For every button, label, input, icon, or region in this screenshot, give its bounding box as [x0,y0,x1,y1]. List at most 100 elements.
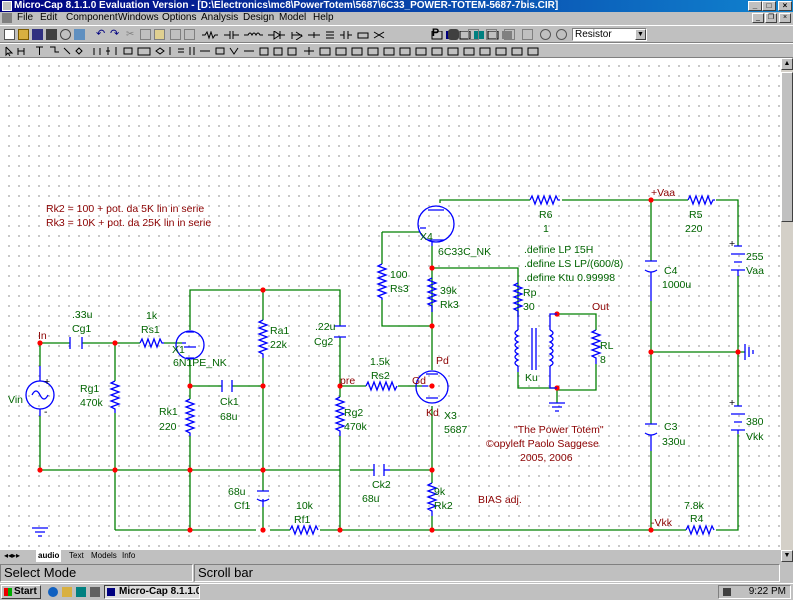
r4-value: 7.8k [684,500,705,512]
credit-author: ©opyleft Paolo Saggese [486,438,599,450]
ku-name: Ku [525,372,538,384]
tab-models[interactable]: Models [91,551,117,560]
cf1-name: Cf1 [234,500,251,512]
select-all-icon[interactable] [184,29,195,40]
rk3-name: Rk3 [440,299,459,311]
rs1-name: Rs1 [141,324,160,336]
note-rk2: Rk2 = 100 + pot. da 5K lin in serie [46,203,204,215]
menu-model[interactable]: Model [279,12,307,23]
polarity-marks: + - + + [44,238,735,418]
minimize-button[interactable]: _ [748,1,762,11]
cut-icon[interactable]: ✂ [126,29,135,40]
probe-icon[interactable]: P [431,27,440,39]
zoom-in-icon[interactable] [540,29,551,40]
save-icon[interactable] [32,29,43,40]
menu-edit[interactable]: Edit [40,12,58,23]
vin-name: Vin [8,394,23,406]
desktop-icon[interactable] [76,587,86,597]
close-button[interactable]: × [778,1,792,11]
taskbar-button-label: Micro-Cap 8.1.1.0 ... [119,586,200,597]
x1-model: 6N1PE_NK [173,357,227,369]
node-out: Out [592,301,609,313]
component-combo[interactable]: Resistor ▼ [572,28,647,41]
tab-text[interactable]: Text [69,551,84,560]
doc-close-button[interactable]: × [779,13,791,23]
c4-value: 1000u [662,279,691,291]
vaa-name: Vaa [746,265,764,277]
doc-icon[interactable] [2,13,12,23]
doc-minimize-button[interactable]: _ [752,13,764,23]
binoculars-icon[interactable] [448,29,459,40]
new-file-icon[interactable] [4,29,15,40]
redo-icon[interactable]: ↷ [110,28,120,40]
find-icon[interactable] [74,29,85,40]
node-in: In [38,330,47,342]
svg-text:+: + [44,376,50,388]
taskbar-button-microcap[interactable]: Micro-Cap 8.1.1.0 ... [104,585,200,599]
undo-icon[interactable]: ↶ [96,28,106,40]
menu-options[interactable]: Options [162,12,197,23]
node-gd: Gd [412,375,426,387]
doc-restore-button[interactable]: ❐ [765,13,777,23]
tab-audio[interactable]: audio [36,550,62,562]
tab-info[interactable]: Info [122,551,136,560]
menu-file[interactable]: File [17,12,34,23]
preview-icon[interactable] [60,29,71,40]
define-lp: .define LP 15H [524,244,593,256]
copy-icon[interactable] [140,29,151,40]
rp-value: 30 [523,301,535,313]
zoom-out-icon[interactable] [556,29,567,40]
vkk-name: Vkk [746,431,764,443]
status-hint: Scroll bar [194,564,780,582]
explorer-icon[interactable] [62,587,72,597]
draw-tool-icons[interactable] [4,46,544,57]
open-folder-icon[interactable] [18,29,29,40]
rl-value: 8 [600,354,606,366]
windows-logo-icon [4,588,12,596]
browser-icon[interactable] [48,587,58,597]
rl-name: RL [600,340,614,352]
text-icon[interactable] [468,29,479,40]
scroll-thumb[interactable] [781,72,793,222]
pin-icon[interactable] [522,29,533,40]
start-button[interactable]: Start [1,585,41,599]
svg-text:-: - [44,406,48,418]
menu-design[interactable]: Design [243,12,275,23]
x3-ref: X3 [444,410,457,422]
rf1-name: Rf1 [294,514,311,526]
maximize-button[interactable]: □ [762,1,776,11]
rk1-value: 220 [159,421,177,433]
define-ktu: .define Ktu 0.99998 [524,272,615,284]
schematic-drawing: + - + + Rk2 = 100 + pot. da 5K lin in se… [8,187,764,537]
menu-windows[interactable]: Windows [118,12,159,23]
r4-name: R4 [690,513,704,525]
r5-value: 220 [685,223,703,235]
node-numbers-icon[interactable] [504,29,515,40]
wires [39,199,745,531]
rk1-name: Rk1 [159,406,178,418]
r6-value: 1 [543,223,549,235]
ck1-value: 68u [220,411,238,423]
menu-bar: File Edit Component Windows Options Anal… [0,12,793,24]
status-bar: Select Mode Scroll bar [0,563,793,583]
quick-launch-icon[interactable] [90,587,100,597]
paste-icon[interactable] [154,29,165,40]
grid-icon[interactable] [486,29,497,40]
schematic-canvas[interactable]: + - + + Rk2 = 100 + pot. da 5K lin in se… [0,58,781,550]
menu-help[interactable]: Help [313,12,334,23]
vertical-scrollbar[interactable]: ▲ ▼ [781,58,793,562]
delete-icon[interactable] [170,29,181,40]
node-vkk: -Vkk [651,517,673,529]
chevron-down-icon[interactable]: ▼ [635,29,646,40]
credit-years: 2005, 2006 [520,452,573,464]
print-icon[interactable] [46,29,57,40]
tab-nav-icon[interactable]: ◂◂▸▸ [4,551,21,560]
scroll-up-icon[interactable]: ▲ [781,58,793,70]
x1-ref: X1 [172,344,185,356]
node-kd: Kd [426,407,439,419]
sheet-tabs: ◂◂▸▸ audio Text Models Info [0,550,781,562]
scroll-down-icon[interactable]: ▼ [781,550,793,562]
volume-icon[interactable] [723,588,731,596]
menu-analysis[interactable]: Analysis [201,12,239,23]
menu-component[interactable]: Component [66,12,118,23]
